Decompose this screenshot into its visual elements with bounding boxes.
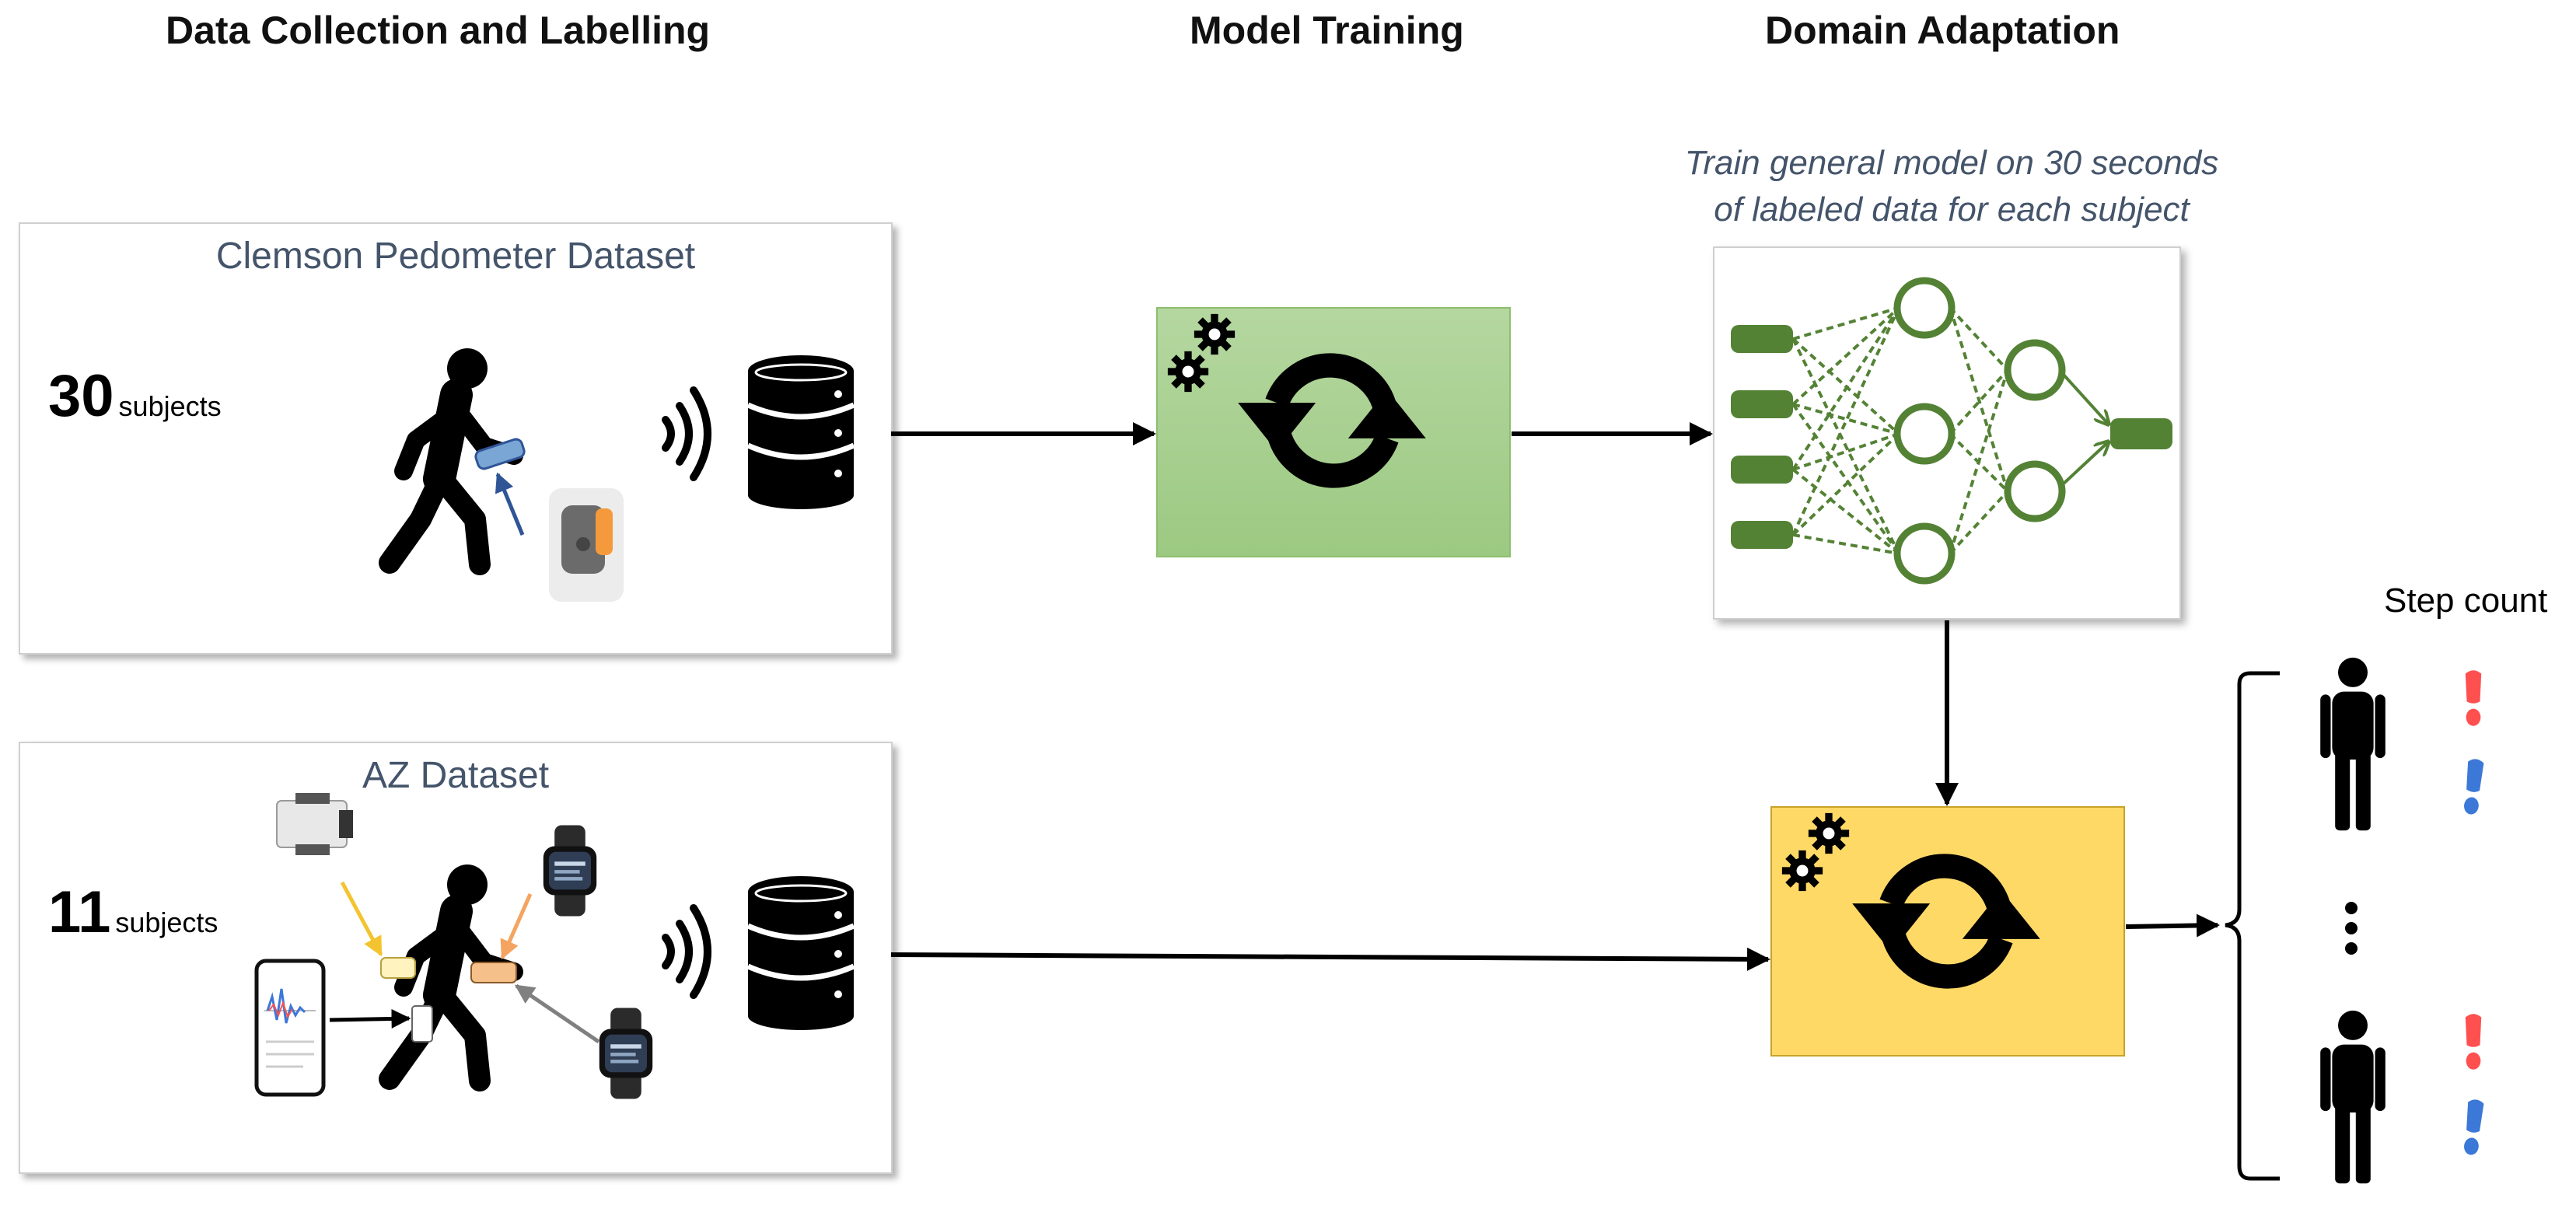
clemson-dataset-panel: Clemson Pedometer Dataset — [19, 222, 893, 655]
neural-network-panel — [1713, 246, 2181, 620]
gear-icon — [1808, 812, 1850, 854]
gear-icon — [1167, 351, 1209, 393]
standing-person-icon — [2320, 657, 2386, 831]
hidden-node — [1893, 403, 1956, 465]
input-node — [1731, 390, 1793, 418]
input-node — [1731, 325, 1793, 353]
clemson-dataset-title: Clemson Pedometer Dataset — [215, 236, 696, 277]
refresh-cycle-icon — [1238, 365, 1426, 476]
hidden-node — [1893, 277, 1956, 339]
footprint-icon — [2462, 758, 2484, 816]
heading-data-collection: Data Collection and Labelling — [166, 9, 711, 52]
ellipsis-dots — [2345, 902, 2358, 955]
heading-model-training: Model Training — [1190, 9, 1464, 52]
output-connection — [2062, 373, 2109, 424]
output-node — [2110, 418, 2172, 449]
az-dataset-title: AZ Dataset — [362, 755, 550, 796]
hidden-node — [2004, 339, 2066, 401]
refresh-cycle-icon — [1852, 866, 2040, 976]
az-count-value: 11 — [48, 879, 111, 945]
footprint-icon — [2465, 670, 2482, 726]
step-count-label: Step count — [2384, 582, 2548, 620]
az-count-unit: subjects — [115, 906, 218, 938]
standing-person-icon — [2320, 1010, 2386, 1184]
flow-arrow-adaptation-to-output — [2125, 913, 2220, 938]
adaptation-caption: Train general model on 30 seconds of lab… — [1602, 140, 2302, 233]
adaptation-caption-line1: Train general model on 30 seconds — [1684, 144, 2219, 182]
footprint-icon — [2462, 1098, 2484, 1156]
adaptation-caption-line2: of labeled data for each subject — [1714, 190, 2190, 229]
model-training-box — [1156, 307, 1511, 557]
gear-icon — [1194, 313, 1236, 355]
hidden-node — [1893, 522, 1956, 585]
footprint-icon — [2465, 1014, 2482, 1070]
output-brace — [2225, 671, 2280, 1181]
input-nodes — [1731, 325, 2172, 549]
gear-icon — [1781, 850, 1823, 892]
domain-adaptation-box — [1770, 806, 2125, 1057]
hidden-nodes — [1893, 277, 2066, 585]
clemson-count-value: 30 — [48, 363, 114, 429]
flow-arrow-az-to-adaptation — [890, 947, 1770, 971]
hidden-node — [2004, 460, 2066, 522]
output-connection — [2062, 442, 2109, 485]
input-node — [1731, 456, 1793, 484]
heading-domain-adaptation: Domain Adaptation — [1765, 9, 2120, 52]
neural-network-icon — [1791, 306, 2009, 555]
az-dataset-panel: AZ Dataset — [19, 742, 893, 1174]
clemson-count-unit: subjects — [118, 390, 222, 422]
input-node — [1731, 521, 1793, 549]
